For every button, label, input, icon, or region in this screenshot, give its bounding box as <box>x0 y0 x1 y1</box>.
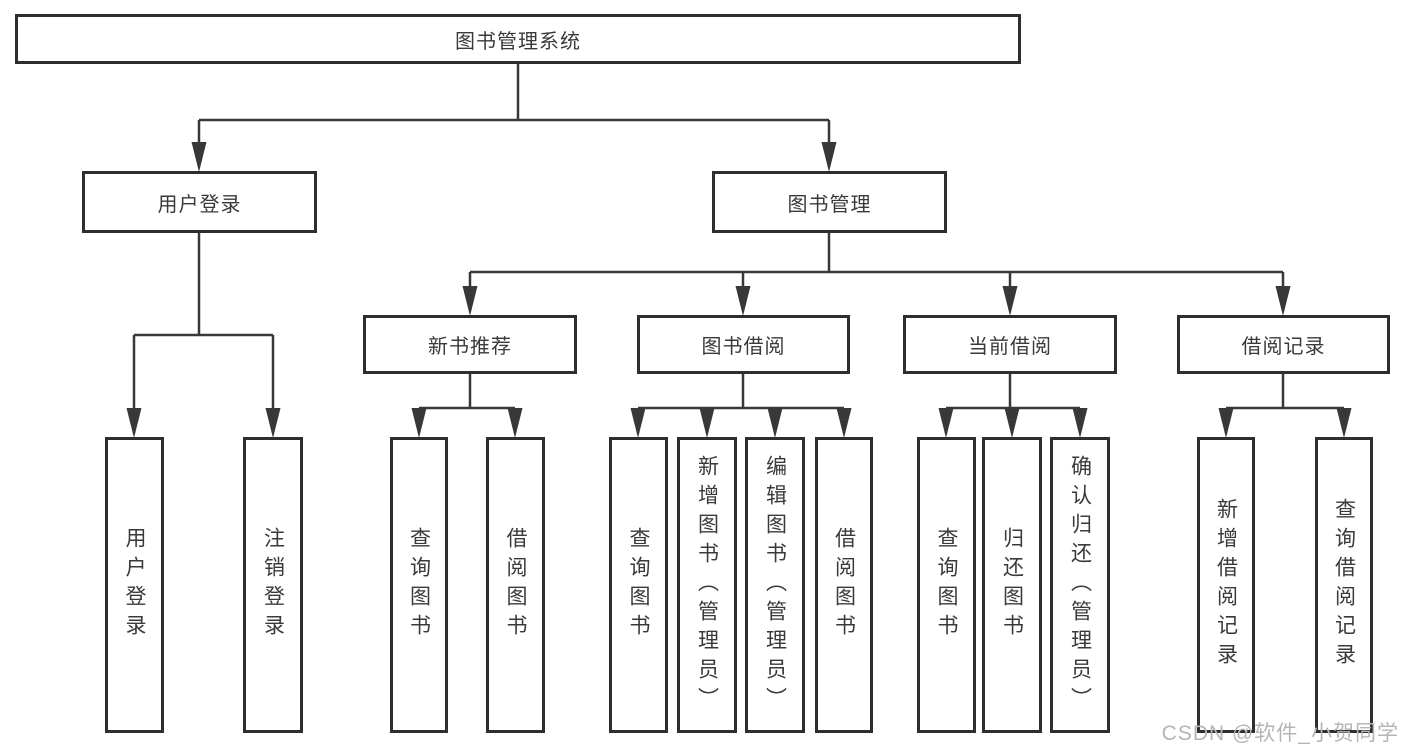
node-borrowing-records: 借阅记录 <box>1177 315 1390 374</box>
arrow-down-icon <box>1002 286 1018 316</box>
arrow-down-icon <box>1275 286 1291 316</box>
node-new-book-recommendation-label: 新书推荐 <box>428 336 512 358</box>
leaf-query-books-recommend: 查询图书 <box>390 437 448 733</box>
leaf-query-books-current: 查询图书 <box>917 437 976 733</box>
leaf-add-books-admin: 新增图书（管理员） <box>677 437 737 733</box>
node-book-borrowing-label: 图书借阅 <box>701 336 786 358</box>
leaf-query-books-recommend-label: 查询图书 <box>407 527 431 643</box>
leaf-edit-books-admin: 编辑图书（管理员） <box>745 437 805 733</box>
leaf-add-borrow-record: 新增借阅记录 <box>1197 437 1255 733</box>
arrow-down-icon <box>191 142 207 172</box>
node-book-management-label: 图书管理 <box>787 193 872 216</box>
connector-book-management-children <box>468 233 1285 311</box>
arrow-down-icon <box>699 408 715 438</box>
leaf-borrow-books: 借阅图书 <box>815 437 873 733</box>
leaf-return-books-label: 归还图书 <box>1000 527 1024 643</box>
arrow-down-icon <box>411 408 427 438</box>
node-book-management: 图书管理 <box>712 171 947 233</box>
leaf-edit-books-admin-label: 编辑图书（管理员） <box>763 454 787 716</box>
leaf-user-login: 用户登录 <box>105 437 164 733</box>
arrow-down-icon <box>1004 408 1020 438</box>
arrow-down-icon <box>821 142 837 172</box>
node-borrowing-records-label: 借阅记录 <box>1241 336 1326 358</box>
leaf-borrow-books-recommend-label: 借阅图书 <box>504 527 527 643</box>
connector-current-borrowing-children <box>944 374 1082 433</box>
leaf-borrow-books-recommend: 借阅图书 <box>486 437 545 733</box>
arrow-down-icon <box>735 286 751 316</box>
arrow-down-icon <box>126 408 142 438</box>
arrow-down-icon <box>507 408 523 438</box>
arrow-down-icon <box>767 408 783 438</box>
arrow-down-icon <box>462 286 478 316</box>
arrow-down-icon <box>265 408 281 438</box>
leaf-return-books: 归还图书 <box>982 437 1042 733</box>
leaf-query-borrow-record: 查询借阅记录 <box>1315 437 1373 733</box>
node-current-borrowing: 当前借阅 <box>903 315 1117 374</box>
connector-new-book-children <box>417 374 517 433</box>
leaf-add-borrow-record-label: 新增借阅记录 <box>1214 498 1238 672</box>
node-new-book-recommendation: 新书推荐 <box>363 315 577 374</box>
csdn-watermark: CSDN @软件_小贺同学 <box>1161 722 1399 745</box>
leaf-logout: 注销登录 <box>243 437 303 733</box>
leaf-logout-label: 注销登录 <box>261 527 285 643</box>
node-root: 图书管理系统 <box>15 14 1021 64</box>
arrow-down-icon <box>1072 408 1088 438</box>
leaf-query-books-borrowing-label: 查询图书 <box>627 527 650 643</box>
node-book-borrowing: 图书借阅 <box>637 315 850 374</box>
node-user-login-label: 用户登录 <box>157 193 242 216</box>
leaf-user-login-label: 用户登录 <box>123 527 146 643</box>
arrow-down-icon <box>630 408 646 438</box>
arrow-down-icon <box>1218 408 1234 438</box>
leaf-confirm-return-admin: 确认归还（管理员） <box>1050 437 1110 733</box>
leaf-query-borrow-record-label: 查询借阅记录 <box>1332 498 1356 672</box>
connector-borrowing-records-children <box>1224 374 1346 433</box>
leaf-borrow-books-label: 借阅图书 <box>832 527 856 643</box>
leaf-query-books-current-label: 查询图书 <box>935 527 958 643</box>
arrow-down-icon <box>836 408 852 438</box>
node-current-borrowing-label: 当前借阅 <box>968 336 1052 358</box>
node-root-label: 图书管理系统 <box>455 30 581 53</box>
leaf-confirm-return-admin-label: 确认归还（管理员） <box>1068 454 1092 716</box>
arrow-down-icon <box>938 408 954 438</box>
connector-book-borrowing-children <box>636 374 846 433</box>
leaf-query-books-borrowing: 查询图书 <box>609 437 668 733</box>
node-user-login: 用户登录 <box>82 171 317 233</box>
arrow-down-icon <box>1336 408 1352 438</box>
connector-root-to-level2 <box>197 64 831 167</box>
leaf-add-books-admin-label: 新增图书（管理员） <box>695 454 719 716</box>
connector-user-login-children <box>132 233 275 433</box>
